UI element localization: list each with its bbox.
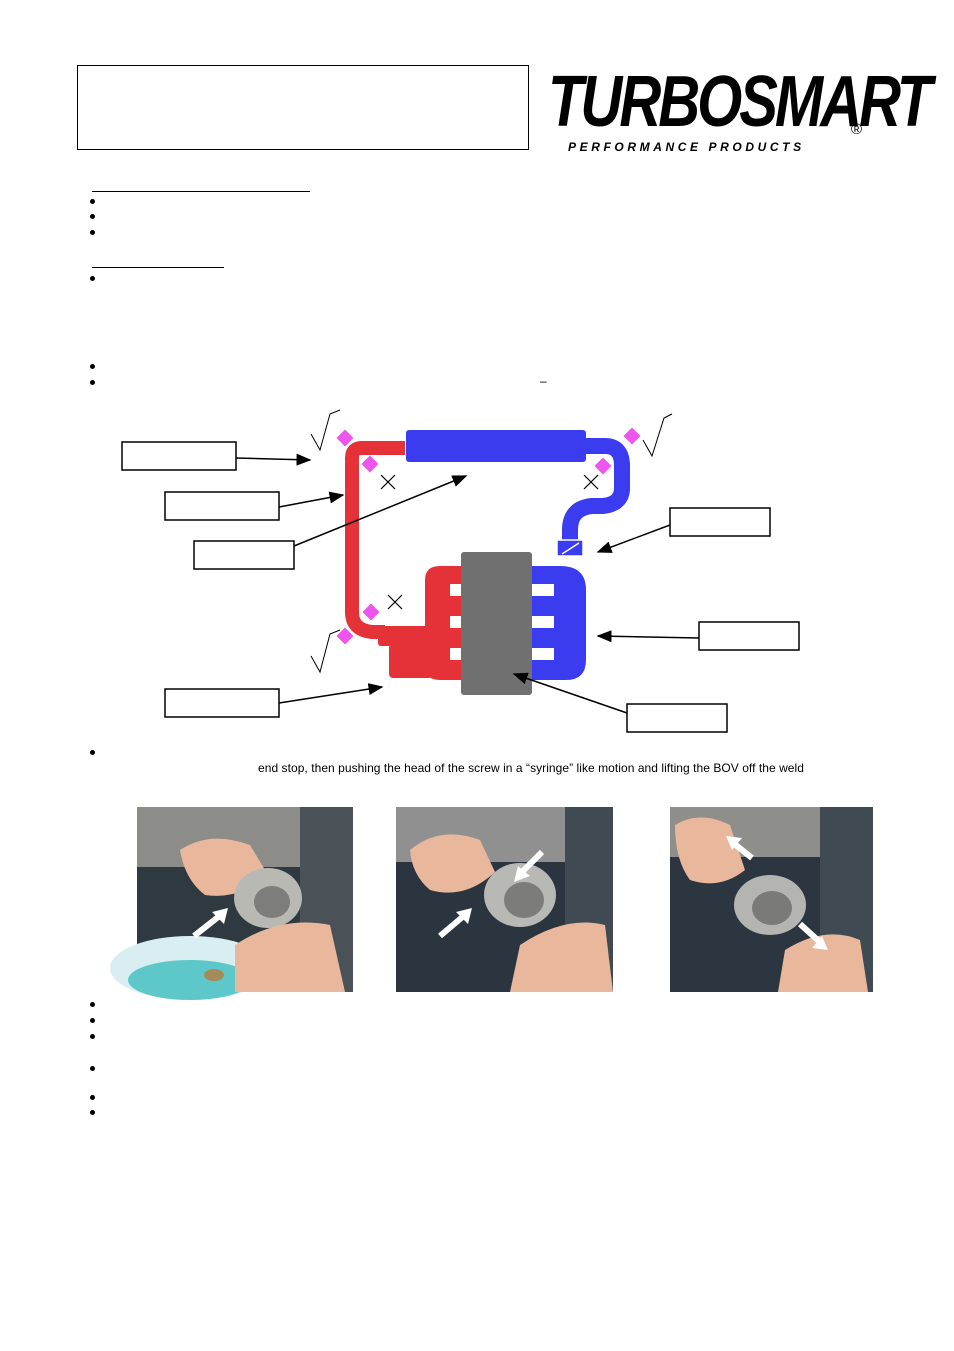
arrow bbox=[596, 524, 671, 553]
bullet bbox=[90, 214, 95, 219]
bullet bbox=[90, 1095, 95, 1100]
arrow bbox=[512, 672, 628, 714]
label-box-incorrect-position bbox=[164, 491, 280, 521]
cold-side-pipe bbox=[562, 438, 630, 548]
label-box-hot-side-bov bbox=[121, 441, 237, 471]
bullet bbox=[90, 276, 95, 281]
step-text: end stop, then pushing the head of the s… bbox=[258, 761, 804, 775]
label-box-throttle-body bbox=[669, 507, 771, 537]
label-box-intercooler bbox=[193, 540, 295, 570]
title-box bbox=[77, 65, 529, 150]
bullet bbox=[90, 1034, 95, 1039]
turbo-outlet bbox=[378, 626, 430, 646]
dash-mark: – bbox=[540, 374, 547, 388]
check-marks bbox=[310, 409, 673, 674]
arrow bbox=[596, 630, 700, 643]
logo-brand: TURBOSMART bbox=[548, 61, 932, 143]
hot-side-pipe bbox=[345, 441, 405, 639]
bullet bbox=[90, 1018, 95, 1023]
arrow bbox=[293, 475, 468, 547]
cross-marks bbox=[380, 474, 599, 610]
photo-step-2 bbox=[396, 807, 613, 992]
arrow bbox=[278, 491, 345, 508]
turbo bbox=[389, 644, 433, 678]
bullet bbox=[90, 364, 95, 369]
arrow bbox=[235, 453, 312, 466]
logo-tagline: PERFORMANCE PRODUCTS bbox=[568, 140, 805, 154]
arrow bbox=[278, 683, 384, 704]
label-box-turbo bbox=[164, 688, 280, 718]
bullet bbox=[90, 199, 95, 204]
bullet bbox=[90, 230, 95, 235]
photo-step-3 bbox=[670, 807, 873, 992]
bullet bbox=[90, 750, 95, 755]
intercooler bbox=[406, 430, 586, 462]
turbosmart-logo: TURBOSMART ® PERFORMANCE PRODUCTS bbox=[548, 65, 932, 156]
logo-registered-mark: ® bbox=[851, 121, 863, 138]
bullet bbox=[90, 1002, 95, 1007]
bullet bbox=[90, 380, 95, 385]
section-heading-underline-1 bbox=[92, 191, 310, 192]
section-heading-underline-2 bbox=[92, 267, 224, 268]
engine-block bbox=[461, 552, 532, 695]
photo-step-1 bbox=[110, 807, 353, 1000]
bullet bbox=[90, 1110, 95, 1115]
bullet bbox=[90, 1066, 95, 1071]
label-box-engine bbox=[626, 703, 728, 733]
label-box-intake-manifold bbox=[698, 621, 800, 651]
